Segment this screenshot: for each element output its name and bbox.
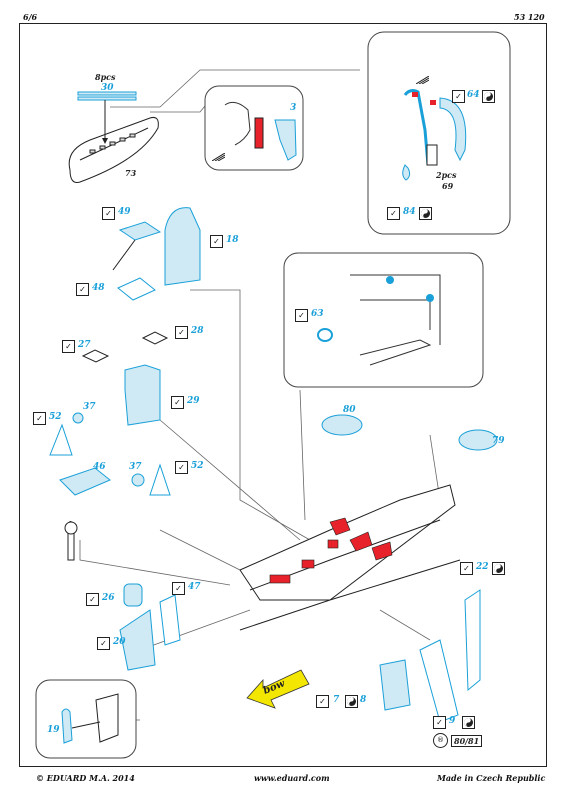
part-9-number: 9 — [449, 716, 456, 726]
part-30-number: 30 — [101, 83, 114, 93]
yin-yang-icon — [462, 716, 475, 729]
part-52-number: 52 — [191, 461, 204, 471]
part-37-number: 37 — [129, 462, 142, 472]
check-icon: ✓ — [460, 562, 473, 575]
part-8-number: 8 — [360, 695, 367, 705]
check-icon: ✓ — [452, 90, 465, 103]
check-icon: ✓ — [102, 207, 115, 220]
check-icon: ✓ — [175, 461, 188, 474]
part-48-number: 48 — [92, 283, 105, 293]
part-22-number: 22 — [476, 562, 489, 572]
yin-yang-icon — [419, 207, 432, 220]
oar-strip — [77, 91, 137, 101]
part-47-number: 47 — [188, 582, 201, 592]
check-icon: ✓ — [33, 412, 46, 425]
check-icon: ✓ — [210, 235, 223, 248]
part-20-number: 20 — [113, 637, 126, 647]
origin-note: Made in Czech Republic — [437, 773, 546, 783]
check-icon: ✓ — [97, 637, 110, 650]
part-64-number: 64 — [467, 90, 480, 100]
check-icon: ✓ — [76, 283, 89, 296]
hull-drawing — [239, 484, 461, 631]
scale-hatch-icon — [415, 69, 430, 85]
yin-yang-icon — [482, 90, 495, 103]
product-code: 53 120 — [514, 12, 545, 22]
check-icon: ✓ — [62, 340, 75, 353]
scale-hatch-icon — [211, 146, 226, 162]
check-icon: ✓ — [316, 695, 329, 708]
part-30-quantity: 8pcs — [95, 72, 116, 82]
part-80-81-reference: 80/81 — [451, 735, 483, 747]
part-7-number: 7 — [333, 695, 340, 705]
check-icon: ✓ — [433, 716, 446, 729]
check-icon: ✓ — [86, 593, 99, 606]
check-icon: ✓ — [295, 309, 308, 322]
website-url: www.eduard.com — [254, 773, 330, 783]
part-3-number: 3 — [290, 103, 297, 113]
part-84-number: 84 — [403, 207, 416, 217]
check-icon: ✓ — [171, 396, 184, 409]
check-icon: ✓ — [172, 582, 185, 595]
part-80-number: 80 — [343, 405, 356, 415]
part-69-quantity: 2pcs — [436, 170, 457, 180]
part-19-number: 19 — [47, 725, 60, 735]
part-37-number: 37 — [83, 402, 96, 412]
part-46-number: 46 — [93, 462, 106, 472]
part-49-number: 49 — [118, 207, 131, 217]
part-69-number: 69 — [442, 181, 454, 191]
check-icon: ✓ — [387, 207, 400, 220]
check-icon: ✓ — [175, 326, 188, 339]
yin-yang-icon — [492, 562, 505, 575]
lifeboat-part — [68, 117, 159, 183]
page-frame — [19, 23, 547, 767]
part-27-number: 27 — [78, 340, 91, 350]
part-79-number: 79 — [492, 436, 505, 446]
copyright: © EDUARD M.A. 2014 — [36, 773, 135, 783]
part-28-number: 28 — [191, 326, 204, 336]
reference-badge-icon: ® — [433, 733, 448, 748]
part-52-number: 52 — [49, 412, 62, 422]
part-29-number: 29 — [187, 396, 200, 406]
page-number: 6/6 — [23, 12, 38, 22]
part-18-number: 18 — [226, 235, 239, 245]
bow-direction-arrow — [246, 669, 310, 709]
part-63-number: 63 — [311, 309, 324, 319]
part-73-number: 73 — [125, 168, 137, 178]
part-26-number: 26 — [102, 593, 115, 603]
yin-yang-icon — [345, 695, 358, 708]
